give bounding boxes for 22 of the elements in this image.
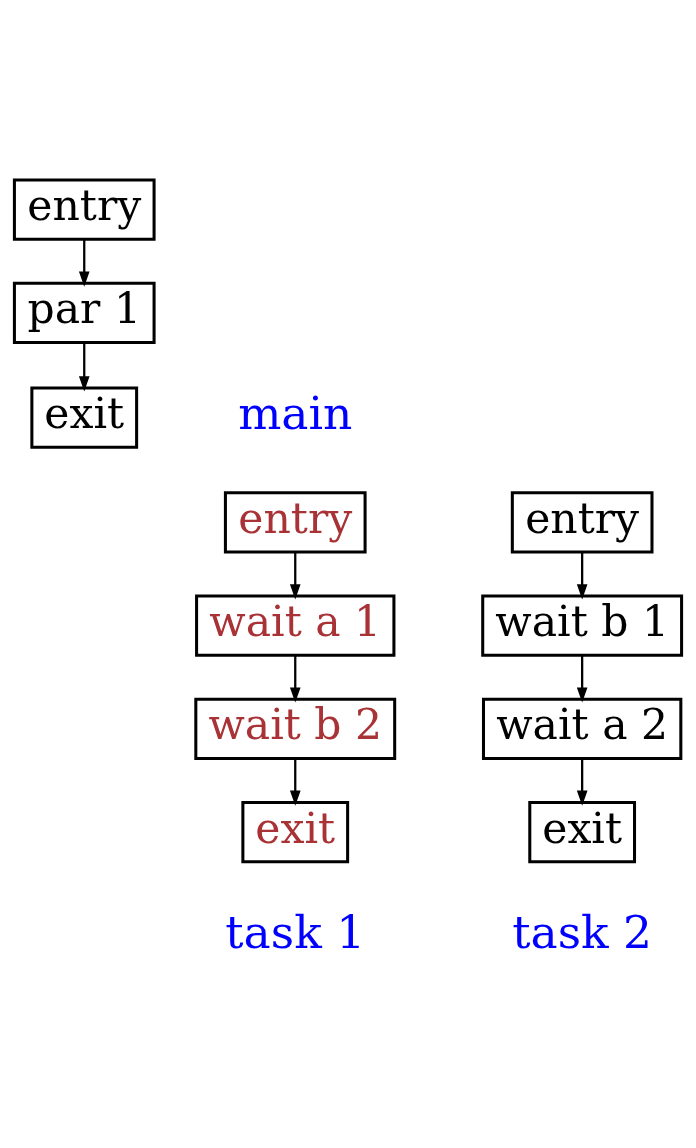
arrow	[78, 239, 90, 287]
node-box: entry	[12, 178, 156, 241]
node-box: par 1	[12, 281, 156, 344]
node-box: entry	[223, 491, 367, 554]
arrow	[289, 655, 301, 703]
arrow	[289, 552, 301, 600]
arrow	[78, 342, 90, 392]
node-box: entry	[510, 491, 654, 554]
node-box: wait a 2	[481, 697, 683, 760]
node-box: wait a 1	[195, 594, 396, 657]
node-box: wait b 2	[194, 697, 397, 760]
arrow	[576, 552, 588, 600]
arrow	[576, 655, 588, 703]
node-box: exit	[30, 386, 139, 449]
label: main	[238, 387, 353, 441]
arrow	[289, 758, 301, 806]
node-box: exit	[241, 800, 350, 864]
label: task 1	[225, 906, 366, 960]
node-box: exit	[528, 800, 637, 864]
node-box: wait b 1	[481, 594, 684, 657]
arrow	[576, 758, 588, 806]
label: task 2	[512, 906, 653, 960]
